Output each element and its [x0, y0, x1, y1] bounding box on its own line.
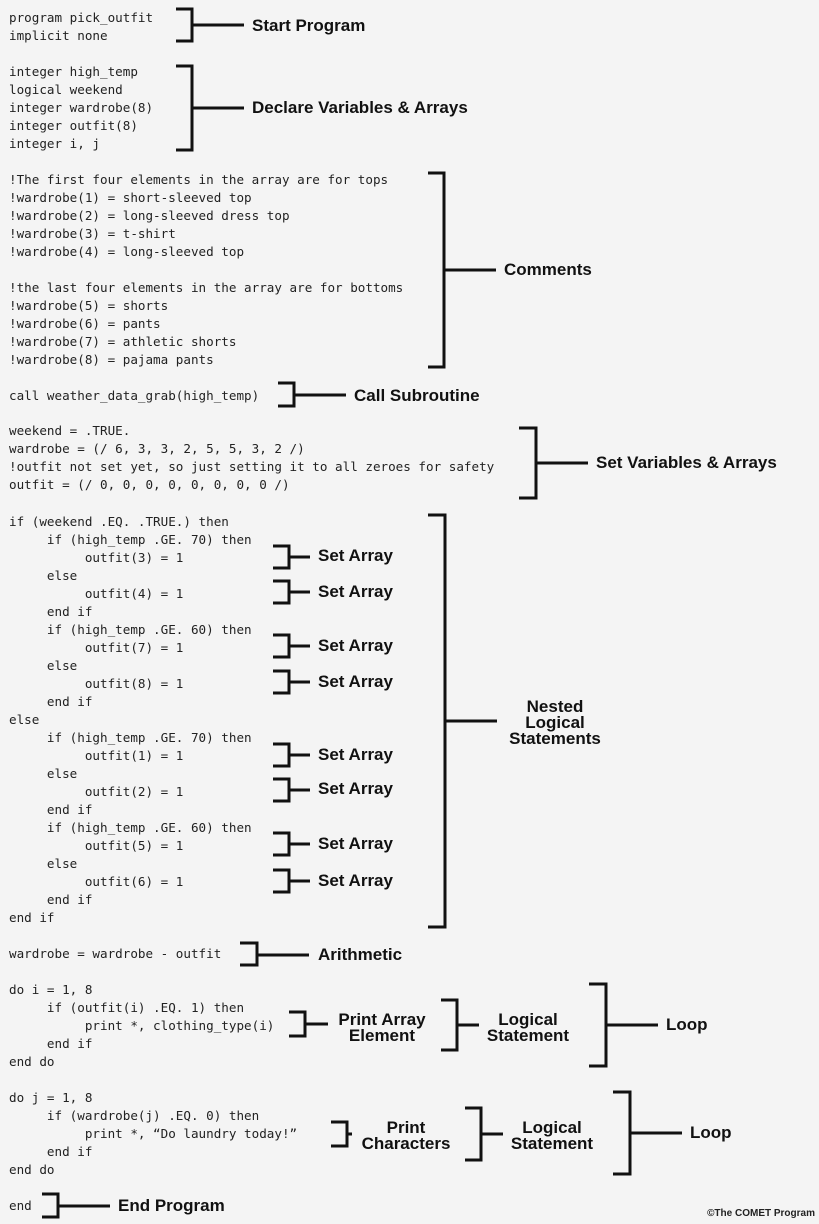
code-line: end if: [9, 1144, 93, 1159]
code-line: outfit(6) = 1: [9, 874, 184, 889]
nested-line-2: Logical: [525, 713, 585, 732]
code-line: !wardrobe(8) = pajama pants: [9, 352, 214, 367]
code-line: outfit = (/ 0, 0, 0, 0, 0, 0, 0, 0 /): [9, 477, 290, 492]
code-line: else: [9, 568, 78, 583]
code-line: end if: [9, 694, 93, 709]
set-array-label: Set Array: [318, 871, 393, 890]
code-line: outfit(3) = 1: [9, 550, 184, 565]
code-line: !wardrobe(2) = long-sleeved dress top: [9, 208, 290, 223]
code-line: end if: [9, 892, 93, 907]
code-line: implicit none: [9, 28, 108, 43]
logical-line-1: Logical: [522, 1118, 582, 1137]
code-line: if (high_temp .GE. 60) then: [9, 622, 252, 637]
set-variables-label: Set Variables & Arrays: [596, 453, 777, 472]
code-line: else: [9, 658, 78, 673]
logical-statement-label: Logical Statement: [480, 1010, 576, 1045]
set-array-label: Set Array: [318, 636, 393, 655]
set-array-label: Set Array: [318, 834, 393, 853]
logical-line-2: Statement: [510, 1134, 594, 1153]
code-line: end if: [9, 604, 93, 619]
code-line: outfit(4) = 1: [9, 586, 184, 601]
code-line: outfit(2) = 1: [9, 784, 184, 799]
code-line: if (high_temp .GE. 70) then: [9, 730, 252, 745]
code-line: !wardrobe(7) = athletic shorts: [9, 334, 237, 349]
code-line: end: [9, 1198, 32, 1213]
code-line: !wardrobe(1) = short-sleeved top: [9, 190, 252, 205]
code-line: !The first four elements in the array ar…: [9, 172, 389, 187]
start-program-label: Start Program: [252, 16, 366, 35]
arithmetic-label: Arithmetic: [318, 945, 403, 964]
code-line: !wardrobe(4) = long-sleeved top: [9, 244, 245, 259]
code-line: call weather_data_grab(high_temp): [9, 388, 260, 403]
loop-label: Loop: [690, 1123, 732, 1142]
code-line: integer high_temp: [9, 64, 138, 79]
nested-logical-label: Nested Logical Statements: [505, 697, 605, 748]
code-line: logical weekend: [9, 82, 123, 97]
print-array-line-1: Print Array: [338, 1010, 426, 1029]
code-line: end if: [9, 802, 93, 817]
code-line: !the last four elements in the array are…: [9, 280, 404, 295]
code-line: outfit(7) = 1: [9, 640, 184, 655]
code-line: weekend = .TRUE.: [9, 423, 131, 438]
set-array-label: Set Array: [318, 582, 393, 601]
set-array-label: Set Array: [318, 546, 393, 565]
print-array-line-2: Element: [348, 1026, 416, 1045]
logical-line-1: Logical: [498, 1010, 558, 1029]
nested-line-1: Nested: [526, 697, 584, 716]
set-array-label: Set Array: [318, 745, 393, 764]
comments-label: Comments: [504, 260, 592, 279]
code-line: outfit(1) = 1: [9, 748, 184, 763]
code-line: program pick_outfit: [9, 10, 154, 25]
code-line: wardrobe = wardrobe - outfit: [9, 946, 222, 961]
logical-statement-label: Logical Statement: [504, 1118, 600, 1153]
code-line: print *, clothing_type(i): [9, 1018, 275, 1033]
call-subroutine-label: Call Subroutine: [354, 386, 480, 405]
code-line: if (outfit(i) .EQ. 1) then: [9, 1000, 245, 1015]
code-line: integer outfit(8): [9, 118, 138, 133]
code-line: !outfit not set yet, so just setting it …: [9, 459, 495, 474]
code-line: !wardrobe(6) = pants: [9, 316, 161, 331]
copyright-text: ©The COMET Program: [707, 1208, 815, 1219]
code-line: if (high_temp .GE. 60) then: [9, 820, 252, 835]
print-chars-line-1: Print: [386, 1118, 426, 1137]
code-line: integer i, j: [9, 136, 100, 151]
code-line: end do: [9, 1054, 55, 1069]
code-line: print *, “Do laundry today!”: [9, 1126, 298, 1141]
code-line: do i = 1, 8: [9, 982, 93, 997]
code-line: outfit(8) = 1: [9, 676, 184, 691]
declare-variables-label: Declare Variables & Arrays: [252, 98, 468, 117]
code-line: wardrobe = (/ 6, 3, 3, 2, 5, 5, 3, 2 /): [9, 441, 305, 456]
print-characters-label: Print Characters: [355, 1118, 457, 1153]
code-line: do j = 1, 8: [9, 1090, 93, 1105]
code-line: integer wardrobe(8): [9, 100, 154, 115]
print-array-element-label: Print Array Element: [334, 1010, 430, 1045]
code-line: if (weekend .EQ. .TRUE.) then: [9, 514, 229, 529]
nested-line-3: Statements: [509, 729, 601, 748]
set-array-label: Set Array: [318, 672, 393, 691]
code-line: else: [9, 712, 40, 727]
code-line: !wardrobe(3) = t-shirt: [9, 226, 176, 241]
code-line: else: [9, 856, 78, 871]
code-line: end do: [9, 1162, 55, 1177]
code-line: if (wardrobe(j) .EQ. 0) then: [9, 1108, 260, 1123]
print-chars-line-2: Characters: [361, 1134, 451, 1153]
set-array-label: Set Array: [318, 779, 393, 798]
logical-line-2: Statement: [486, 1026, 570, 1045]
code-line: end if: [9, 1036, 93, 1051]
code-line: end if: [9, 910, 55, 925]
code-line: if (high_temp .GE. 70) then: [9, 532, 252, 547]
loop-label: Loop: [666, 1015, 708, 1034]
end-program-label: End Program: [118, 1196, 225, 1215]
code-line: outfit(5) = 1: [9, 838, 184, 853]
code-line: else: [9, 766, 78, 781]
code-line: !wardrobe(5) = shorts: [9, 298, 169, 313]
